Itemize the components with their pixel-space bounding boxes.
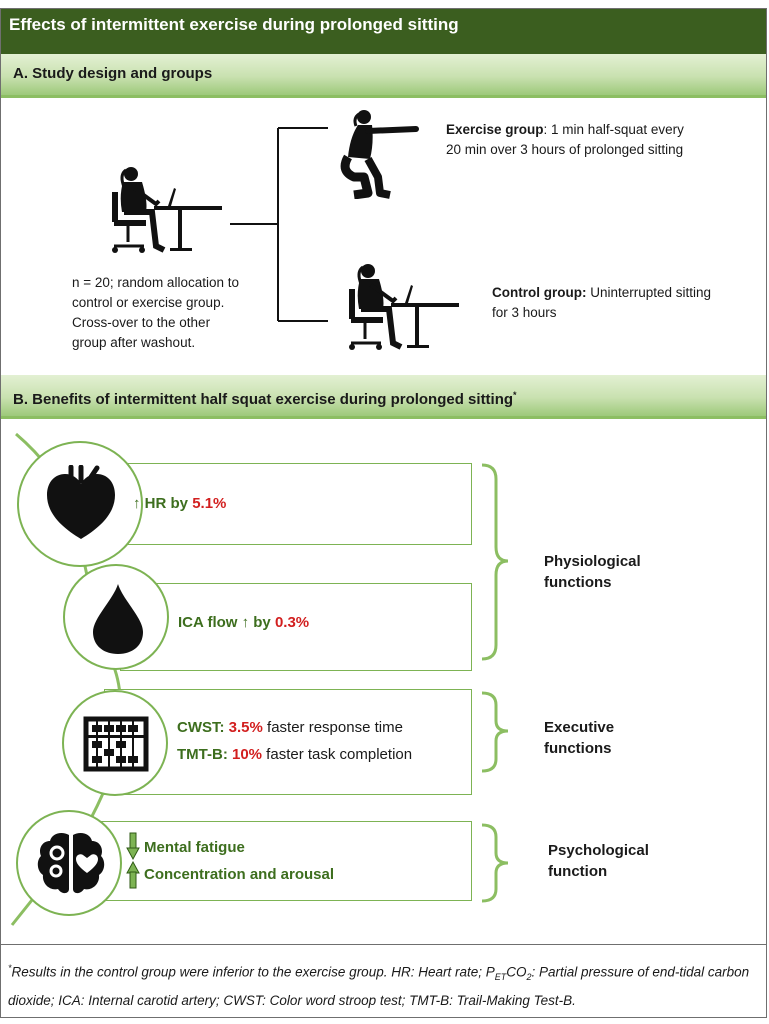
cwst-label: CWST:: [177, 719, 229, 736]
sitting-person-icon: [349, 264, 459, 350]
allocation-connector: [230, 127, 328, 322]
participants-description: n = 20; random allocation to control or …: [72, 275, 239, 350]
tmtb-result: TMT-B: 10% faster task completion: [177, 745, 412, 765]
control-group-description: Control group: Uninterrupted sitting for…: [492, 283, 724, 323]
hr-result-box: [80, 463, 472, 545]
sitting-person-icon: [112, 167, 222, 253]
ica-value: 0.3%: [274, 614, 310, 631]
cognition-circle: [62, 690, 168, 796]
ica-label: ICA flow ↑ by: [178, 614, 275, 631]
footnote-sub-2: 2: [526, 972, 532, 983]
footnote-text-1: Results in the control group were inferi…: [11, 964, 495, 980]
control-group-label: Control group:: [492, 285, 587, 300]
heart-circle: [17, 441, 143, 567]
grouping-braces: [481, 463, 509, 903]
up-arrow-icon: [126, 861, 140, 889]
down-arrow-icon: [126, 832, 140, 860]
psychological-category: Psychological function: [548, 842, 649, 880]
cwst-value: 3.5%: [228, 719, 263, 736]
hr-value: 5.1%: [192, 495, 227, 512]
cwst-result: CWST: 3.5% faster response time: [177, 718, 403, 738]
brain-circle: [16, 810, 122, 916]
exercise-group-text: : 1 min half-squat every 20 min over 3 h…: [446, 122, 684, 157]
page-title: Effects of intermittent exercise during …: [1, 9, 766, 54]
cognitive-result-box: [104, 689, 472, 795]
footnote-mark: *: [8, 963, 12, 973]
footnote-sub-et: ET: [494, 972, 507, 983]
squatting-person-icon: [340, 110, 419, 199]
tmtb-value: 10%: [231, 746, 263, 763]
cwst-suffix: faster response time: [262, 719, 403, 736]
concentration-result: Concentration and arousal: [144, 865, 334, 885]
section-b-heading-text: B. Benefits of intermittent half squat e…: [13, 391, 514, 408]
blood-drop-icon: [93, 584, 143, 654]
footnote: *Results in the control group were infer…: [8, 957, 763, 1012]
control-group-text: Uninterrupted sitting for 3 hours: [492, 285, 712, 320]
tmtb-label: TMT-B:: [177, 746, 232, 763]
exercise-group-description: Exercise group: 1 min half-squat every 2…: [446, 120, 686, 160]
executive-category: Executive functions: [544, 719, 615, 757]
footnote-text-2: CO: [506, 964, 527, 980]
concentration-label: Concentration and arousal: [144, 866, 335, 883]
section-a-heading: A. Study design and groups: [1, 54, 766, 98]
ica-result-box: [120, 583, 472, 671]
blood-circle: [63, 564, 169, 670]
physiological-category: Physiological functions: [544, 553, 641, 591]
hr-label: ↑ HR by: [133, 495, 193, 512]
fatigue-label: Mental fatigue: [144, 839, 245, 856]
footnote-text-3: : Partial pressure of end-tidal carbon d…: [8, 964, 750, 1009]
heart-icon: [47, 465, 115, 539]
section-b-heading-mark: *: [513, 390, 517, 400]
brain-icon: [37, 833, 105, 894]
tmtb-suffix: faster task completion: [262, 746, 413, 763]
figure-frame: [0, 8, 767, 1018]
abacus-icon: [83, 716, 149, 772]
fatigue-result: Mental fatigue: [144, 838, 245, 858]
hr-result: ↑ HR by 5.1%: [133, 494, 226, 514]
footnote-divider: [1, 944, 766, 945]
exercise-group-label: Exercise group: [446, 122, 544, 137]
section-b-heading: B. Benefits of intermittent half squat e…: [1, 375, 766, 419]
ica-result: ICA flow ↑ by 0.3%: [178, 613, 309, 633]
psych-result-box: [90, 821, 472, 901]
